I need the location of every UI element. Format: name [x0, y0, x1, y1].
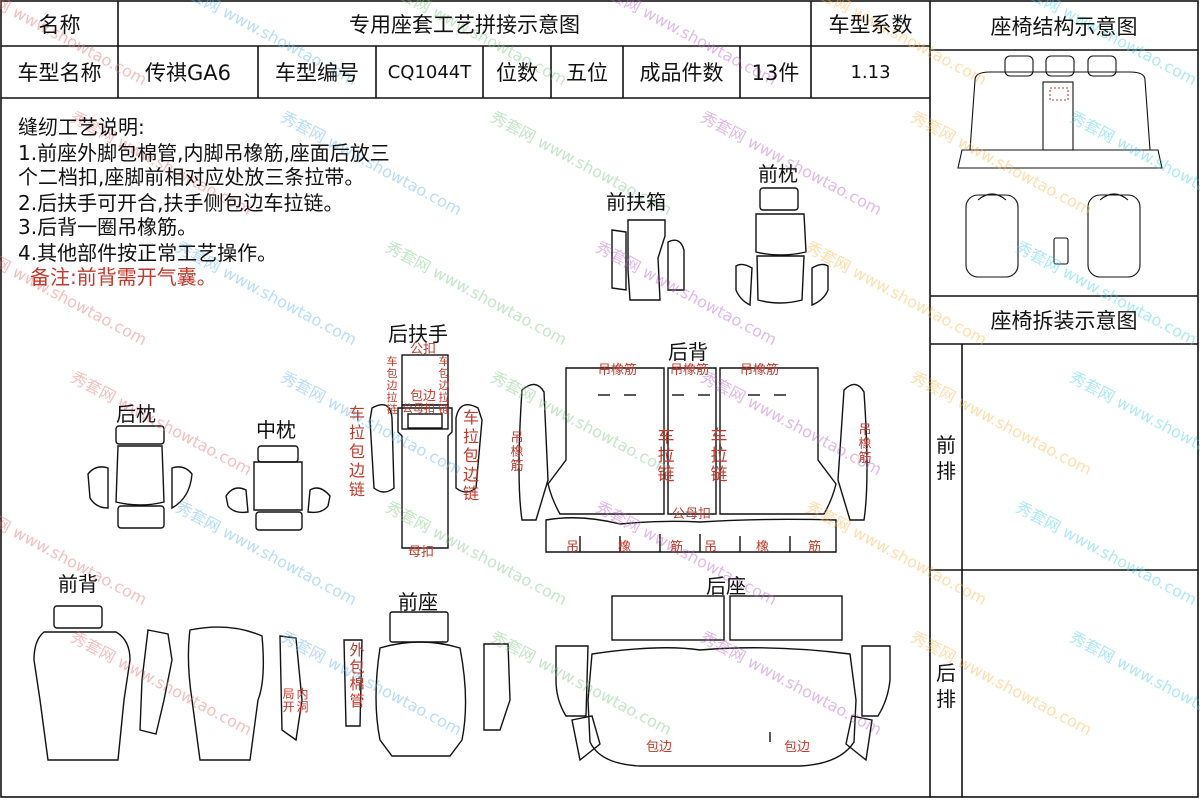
model-name-value: 传祺GA6: [145, 61, 231, 85]
label-front-seat: 前座: [398, 590, 438, 614]
tag-back-elastic-2: 吊橡筋: [670, 363, 710, 378]
tag-armrest-side-left: 车拉包边链: [348, 404, 365, 499]
coef-value: 1.13: [850, 61, 891, 83]
note-line-3: 3.后背一圈吊橡筋。: [18, 215, 198, 239]
pieces-label: 成品件数: [639, 61, 724, 85]
tag-back-bottom-5: 橡: [756, 540, 770, 555]
model-code-label: 车型编号: [275, 61, 359, 85]
note-line-1a: 1.前座外脚包棉管,内脚吊橡筋,座面后放三: [18, 141, 390, 165]
seats-value: 五位: [566, 61, 608, 85]
label-front-pillow: 前枕: [758, 162, 798, 186]
tag-armrest-zip-right: 车包边拉链: [438, 355, 450, 416]
front-pillow-pieces: [735, 187, 829, 307]
label-rear-back: 后背: [668, 340, 708, 364]
tag-back-mf-buckle: 公母扣: [672, 507, 712, 522]
mid-pillow-pieces: [225, 445, 331, 531]
note-remark: 备注:前背需开气囊。: [30, 265, 217, 289]
rear-seat-pieces: [555, 595, 891, 767]
tag-back-elastic-1: 吊橡筋: [598, 363, 638, 378]
tag-male-buckle: 公扣: [410, 342, 437, 357]
rear-pillow-pieces: [87, 425, 193, 529]
label-rear-seat: 后座: [706, 574, 746, 598]
tag-armrest-mf-buckle: 公母扣: [402, 402, 435, 415]
tag-back-bottom-1: 吊: [566, 540, 580, 555]
tag-back-open: 局开: [282, 687, 295, 714]
model-code-value: CQ1044T: [387, 61, 472, 83]
coef-label: 车型系数: [828, 12, 913, 37]
tag-back-elastic-right: 吊橡筋: [858, 423, 872, 466]
rear-row-label: 后排: [936, 661, 956, 711]
structure-title: 座椅结构示意图: [990, 14, 1138, 39]
tag-armrest-side-right: 车拉包边链: [462, 408, 479, 503]
seat-structure-sketch: [957, 55, 1163, 278]
pieces-value: 13件: [751, 61, 800, 85]
label-mid-pillow: 中枕: [256, 418, 296, 442]
tag-seat-foam-tube: 外包棉管: [349, 641, 365, 710]
tag-seat-binding-right: 包边: [784, 740, 811, 755]
assembly-title: 座椅拆装示意图: [990, 309, 1138, 333]
rear-armrest-pieces: [369, 354, 483, 549]
notes-heading: 缝纫工艺说明:: [18, 115, 145, 139]
front-row-label: 前排: [936, 433, 956, 483]
tag-back-bottom-6: 筋: [808, 540, 822, 555]
note-line-2: 2.后扶手可开合,扶手侧包边车拉链。: [18, 191, 344, 215]
sheet-title: 专用座套工艺拼接示意图: [349, 12, 580, 37]
tag-back-inner-hole: 内洞: [296, 687, 309, 714]
tag-back-elastic-left: 吊橡筋: [510, 431, 524, 474]
tag-armrest-female-buckle: 母扣: [408, 545, 435, 560]
front-back-pieces: [33, 605, 303, 761]
seats-label: 位数: [496, 61, 538, 85]
tag-seat-binding-left: 包边: [646, 740, 673, 755]
tag-back-bottom-2: 橡: [618, 540, 632, 555]
tag-back-bottom-3: 筋: [670, 540, 684, 555]
tag-back-zipper-right: 车拉链: [710, 427, 728, 485]
note-line-4: 4.其他部件按正常工艺操作。: [18, 241, 278, 265]
rear-back-pieces: [518, 367, 868, 553]
tag-back-bottom-4: 吊: [704, 540, 718, 555]
label-front-armbox: 前扶箱: [606, 190, 666, 214]
name-label: 名称: [38, 12, 81, 37]
tag-back-zipper-left: 车拉链: [657, 427, 675, 485]
tag-armrest-binding: 包边: [410, 389, 437, 404]
label-rear-armrest: 后扶手: [388, 322, 448, 346]
front-armbox-pieces: [611, 219, 685, 301]
tag-back-elastic-3: 吊橡筋: [740, 363, 780, 378]
note-line-1b: 个二档扣,座脚前相对应处放三条拉带。: [18, 165, 365, 189]
model-name-label: 车型名称: [17, 61, 102, 85]
label-front-back: 前背: [58, 572, 98, 596]
label-rear-pillow: 后枕: [116, 402, 156, 426]
front-seat-pieces: [343, 611, 511, 757]
tag-armrest-zip-left: 车包边拉链: [386, 355, 398, 416]
